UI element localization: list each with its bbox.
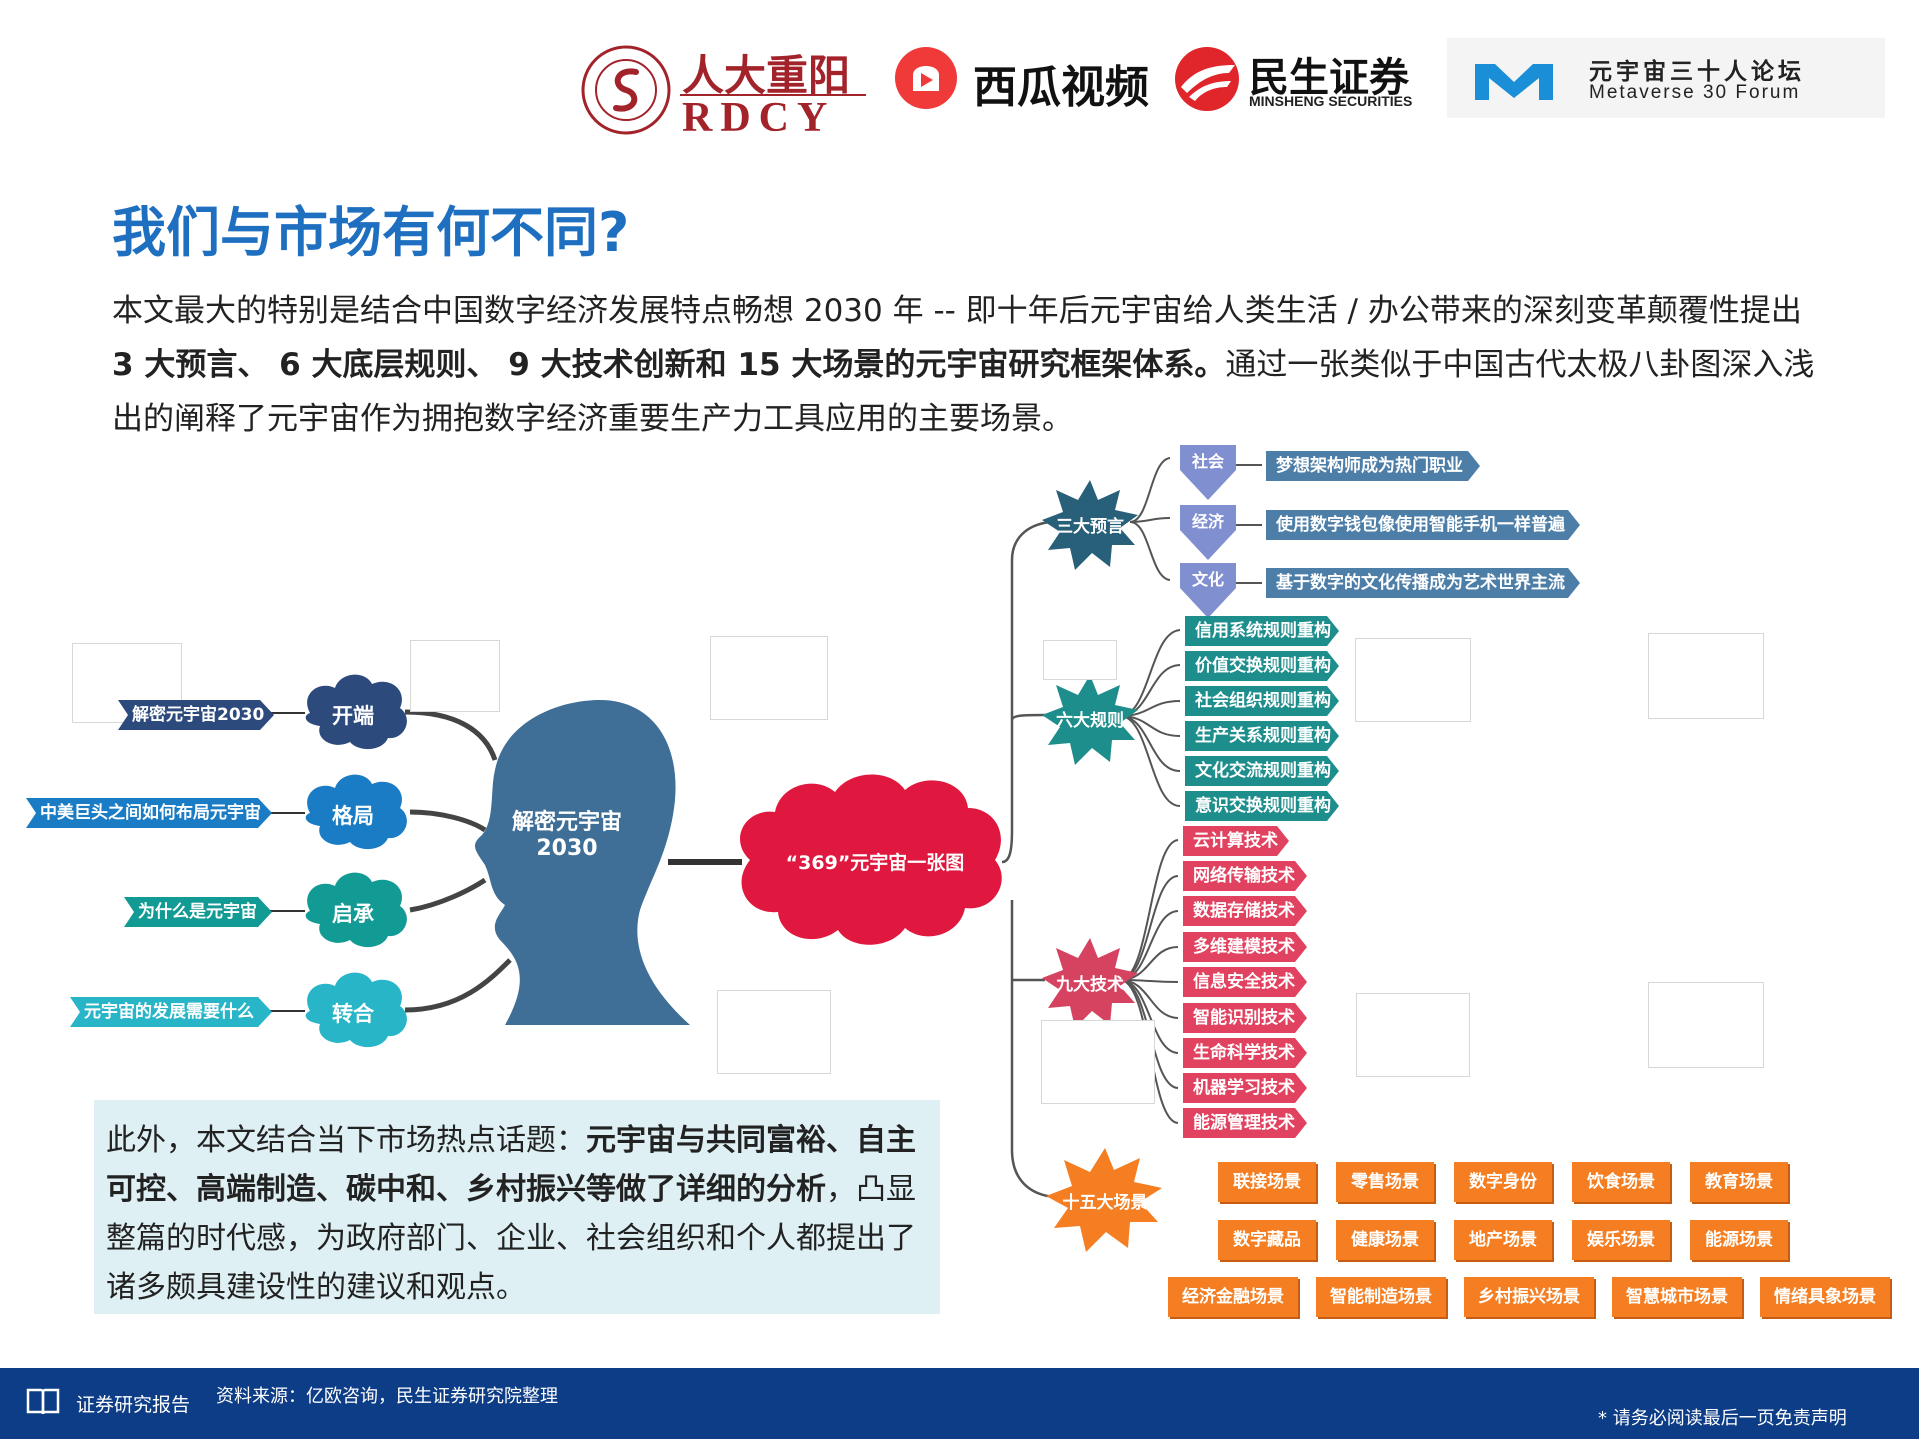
note-text-2: ，凸显整篇的时代感，为政府部门、企业、社会组织和个人都提出了诸多颇具建设性的建议… — [106, 1172, 916, 1305]
scene-item: 地产场景 — [1454, 1220, 1552, 1260]
decor-box — [710, 636, 828, 720]
footer-disclaimer: * 请务必阅读最后一页免责声明 — [1598, 1408, 1847, 1429]
decor-box — [717, 990, 831, 1074]
xigua-text: 西瓜视频 — [973, 62, 1149, 113]
tech-label: 九大技术 — [1056, 975, 1124, 995]
footer-bar: 证券研究报告 资料来源：亿欧咨询，民生证券研究院整理 * 请务必阅读最后一页免责… — [0, 1368, 1919, 1439]
prophecy-key-3: 文化 — [1191, 570, 1224, 589]
tech-connectors — [1119, 839, 1179, 1124]
left-connectors — [404, 709, 512, 1013]
center-cloud — [740, 774, 1002, 945]
decor-box — [410, 640, 500, 712]
prophecy-item-3: 基于数字的文化传播成为艺术世界主流 — [1266, 568, 1580, 598]
center-label: “369”元宇宙一张图 — [785, 852, 965, 874]
intro-paragraph: 本文最大的特别是结合中国数字经济发展特点畅想 2030 年 -- 即十年后元宇宙… — [112, 284, 1832, 446]
tech-item-7: 生命科学技术 — [1183, 1038, 1307, 1068]
head-silhouette — [474, 700, 690, 1025]
scene-item: 乡村振兴场景 — [1464, 1277, 1594, 1317]
metaverse-m-icon — [1475, 64, 1553, 100]
book-icon — [26, 1388, 60, 1415]
tech-item-5: 信息安全技术 — [1183, 967, 1307, 997]
rdcy-seal-icon — [581, 45, 671, 135]
decor-box — [1648, 633, 1764, 719]
note-text-1: 此外，本文结合当下市场热点话题： — [106, 1123, 586, 1158]
scene-item: 联接场景 — [1218, 1162, 1316, 1202]
minsheng-en-text: MINSHENG SECURITIES — [1249, 93, 1413, 109]
branch-stars — [1042, 480, 1162, 1252]
metaverse-logo: 元宇宙三十人论坛 Metaverse 30 Forum — [1447, 38, 1885, 118]
scene-item: 数字藏品 — [1218, 1220, 1316, 1260]
prophecy-item-2: 使用数字钱包像使用智能手机一样普遍 — [1266, 510, 1580, 540]
intro-text-2: 通过一张类似于中国古代太极八卦图深入浅出的阐释了元宇宙作为拥抱数字经济重要生产力… — [112, 347, 1815, 437]
left-pill-4: 元宇宙的发展需要什么 — [70, 997, 272, 1027]
cloud-label-1: 开端 — [332, 704, 374, 728]
xigua-logo: 西瓜视频 — [893, 45, 1163, 115]
rdcy-logo: 人大重阳 RDCY — [580, 42, 870, 141]
scene-item: 能源场景 — [1690, 1220, 1788, 1260]
footer-label: 证券研究报告 — [76, 1394, 191, 1416]
minsheng-emblem-icon — [1175, 47, 1239, 111]
rule-item-4: 生产关系规则重构 — [1185, 721, 1339, 751]
rule-item-1: 信用系统规则重构 — [1185, 616, 1339, 646]
tech-item-2: 网络传输技术 — [1183, 861, 1307, 891]
mindmap-diagram — [268, 445, 1262, 1252]
note-bold-text: 元宇宙与共同富裕、自主可控、高端制造、碳中和、乡村振兴等做了详细的分析 — [106, 1123, 916, 1207]
rdcy-cn-text: 人大重阳 — [682, 51, 851, 100]
metaverse-en-text: Metaverse 30 Forum — [1589, 82, 1801, 103]
pill-connectors — [268, 712, 305, 1012]
scene-item: 情绪具象场景 — [1760, 1277, 1890, 1317]
cloud-label-3: 启承 — [332, 902, 374, 926]
head-label: 解密元宇宙2030 — [511, 810, 622, 861]
note-box: 此外，本文结合当下市场热点话题：元宇宙与共同富裕、自主可控、高端制造、碳中和、乡… — [94, 1100, 940, 1314]
left-pill-2: 中美巨头之间如何布局元宇宙 — [26, 798, 272, 828]
intro-bold-text: 3 大预言、 6 大底层规则、 9 大技术创新和 15 大场景的元宇宙研究框架体… — [112, 347, 1226, 383]
decor-box — [1355, 638, 1471, 722]
decor-box — [1356, 993, 1470, 1077]
rules-label: 六大规则 — [1056, 711, 1124, 731]
scene-item: 经济金融场景 — [1168, 1277, 1298, 1317]
cloud-label-2: 格局 — [332, 804, 374, 828]
intro-text-1: 本文最大的特别是结合中国数字经济发展特点畅想 2030 年 -- 即十年后元宇宙… — [112, 293, 1802, 329]
decor-box — [1043, 640, 1117, 680]
scene-item: 智能制造场景 — [1316, 1277, 1446, 1317]
rule-item-3: 社会组织规则重构 — [1185, 686, 1339, 716]
prophecy-label: 三大预言 — [1056, 517, 1124, 537]
scene-item: 教育场景 — [1690, 1162, 1788, 1202]
decor-box — [1041, 1020, 1155, 1104]
rdcy-en-text: RDCY — [682, 95, 836, 141]
prophecy-item-1: 梦想架构师成为热门职业 — [1266, 451, 1480, 481]
prophecy-key-1: 社会 — [1191, 452, 1224, 471]
tech-item-3: 数据存储技术 — [1183, 896, 1307, 926]
left-clouds — [305, 674, 407, 1048]
note-text: 此外，本文结合当下市场热点话题：元宇宙与共同富裕、自主可控、高端制造、碳中和、乡… — [106, 1116, 932, 1312]
scene-item: 健康场景 — [1336, 1220, 1434, 1260]
scenes-label: 十五大场景 — [1062, 1193, 1148, 1213]
rule-item-2: 价值交换规则重构 — [1185, 651, 1339, 681]
tech-item-6: 智能识别技术 — [1183, 1003, 1307, 1033]
tech-item-1: 云计算技术 — [1183, 826, 1289, 856]
left-pill-3: 为什么是元宇宙 — [124, 897, 272, 927]
prophecy-key-2: 经济 — [1191, 512, 1224, 531]
xigua-play-icon — [895, 47, 957, 109]
prophecy-diamonds — [1180, 445, 1236, 618]
minsheng-logo: 民生证券 MINSHENG SECURITIES — [1173, 45, 1428, 115]
footer-source: 资料来源：亿欧咨询，民生证券研究院整理 — [216, 1386, 558, 1407]
scene-item: 数字身份 — [1454, 1162, 1552, 1202]
minsheng-cn-text: 民生证券 — [1249, 55, 1409, 101]
scene-item: 娱乐场景 — [1572, 1220, 1670, 1260]
scene-item: 饮食场景 — [1572, 1162, 1670, 1202]
tech-item-8: 机器学习技术 — [1183, 1073, 1307, 1103]
rule-item-5: 文化交流规则重构 — [1185, 756, 1339, 786]
tech-item-9: 能源管理技术 — [1183, 1108, 1307, 1138]
cloud-label-4: 转合 — [332, 1002, 374, 1026]
rule-item-6: 意识交换规则重构 — [1185, 791, 1339, 821]
scene-item: 零售场景 — [1336, 1162, 1434, 1202]
tech-item-4: 多维建模技术 — [1183, 932, 1307, 962]
scene-item: 智慧城市场景 — [1612, 1277, 1742, 1317]
left-pill-1: 解密元宇宙2030 — [118, 700, 274, 730]
metaverse-cn-text: 元宇宙三十人论坛 — [1589, 59, 1805, 85]
decor-box — [1648, 982, 1764, 1068]
page-title: 我们与市场有何不同? — [112, 201, 630, 264]
